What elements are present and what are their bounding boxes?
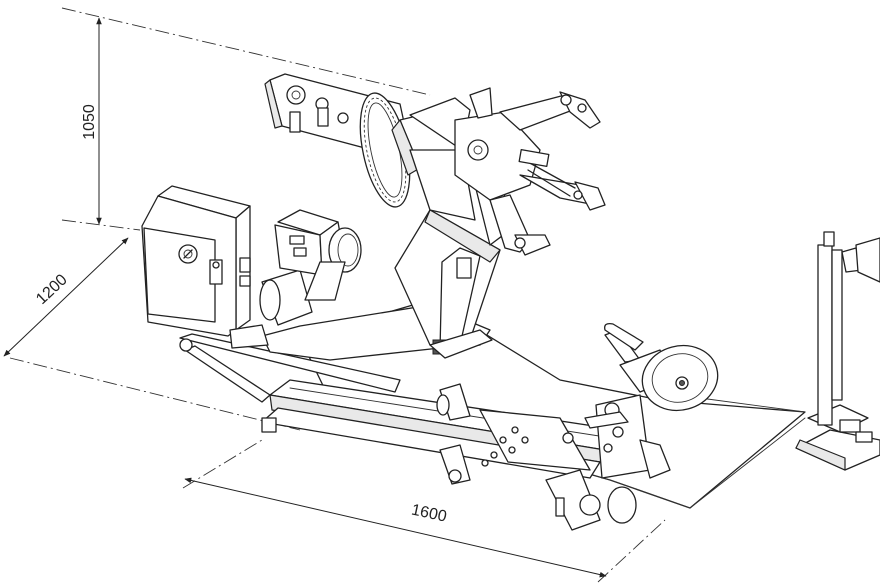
control-box	[141, 185, 269, 349]
extension-line-left	[9, 357, 301, 431]
height-dimension-label: 1050	[81, 104, 98, 140]
extension-line-top	[61, 7, 431, 96]
width-dimension-label: 1600	[410, 502, 448, 526]
slide-beam	[261, 379, 637, 531]
pedestal-lamp	[795, 231, 880, 471]
main-column	[394, 209, 501, 359]
extension-line-mid	[61, 219, 141, 231]
extension-line-front-right	[597, 519, 666, 583]
motor	[259, 209, 362, 326]
dimension-lines	[3, 7, 666, 583]
depth-dimension-line	[3, 237, 129, 357]
clamp-head	[454, 87, 606, 256]
width-dimension-line	[184, 477, 607, 578]
depth-dimension-label: 1200	[33, 271, 71, 308]
extension-line-front-left	[182, 439, 263, 489]
bead-breaker-tool	[584, 322, 719, 479]
